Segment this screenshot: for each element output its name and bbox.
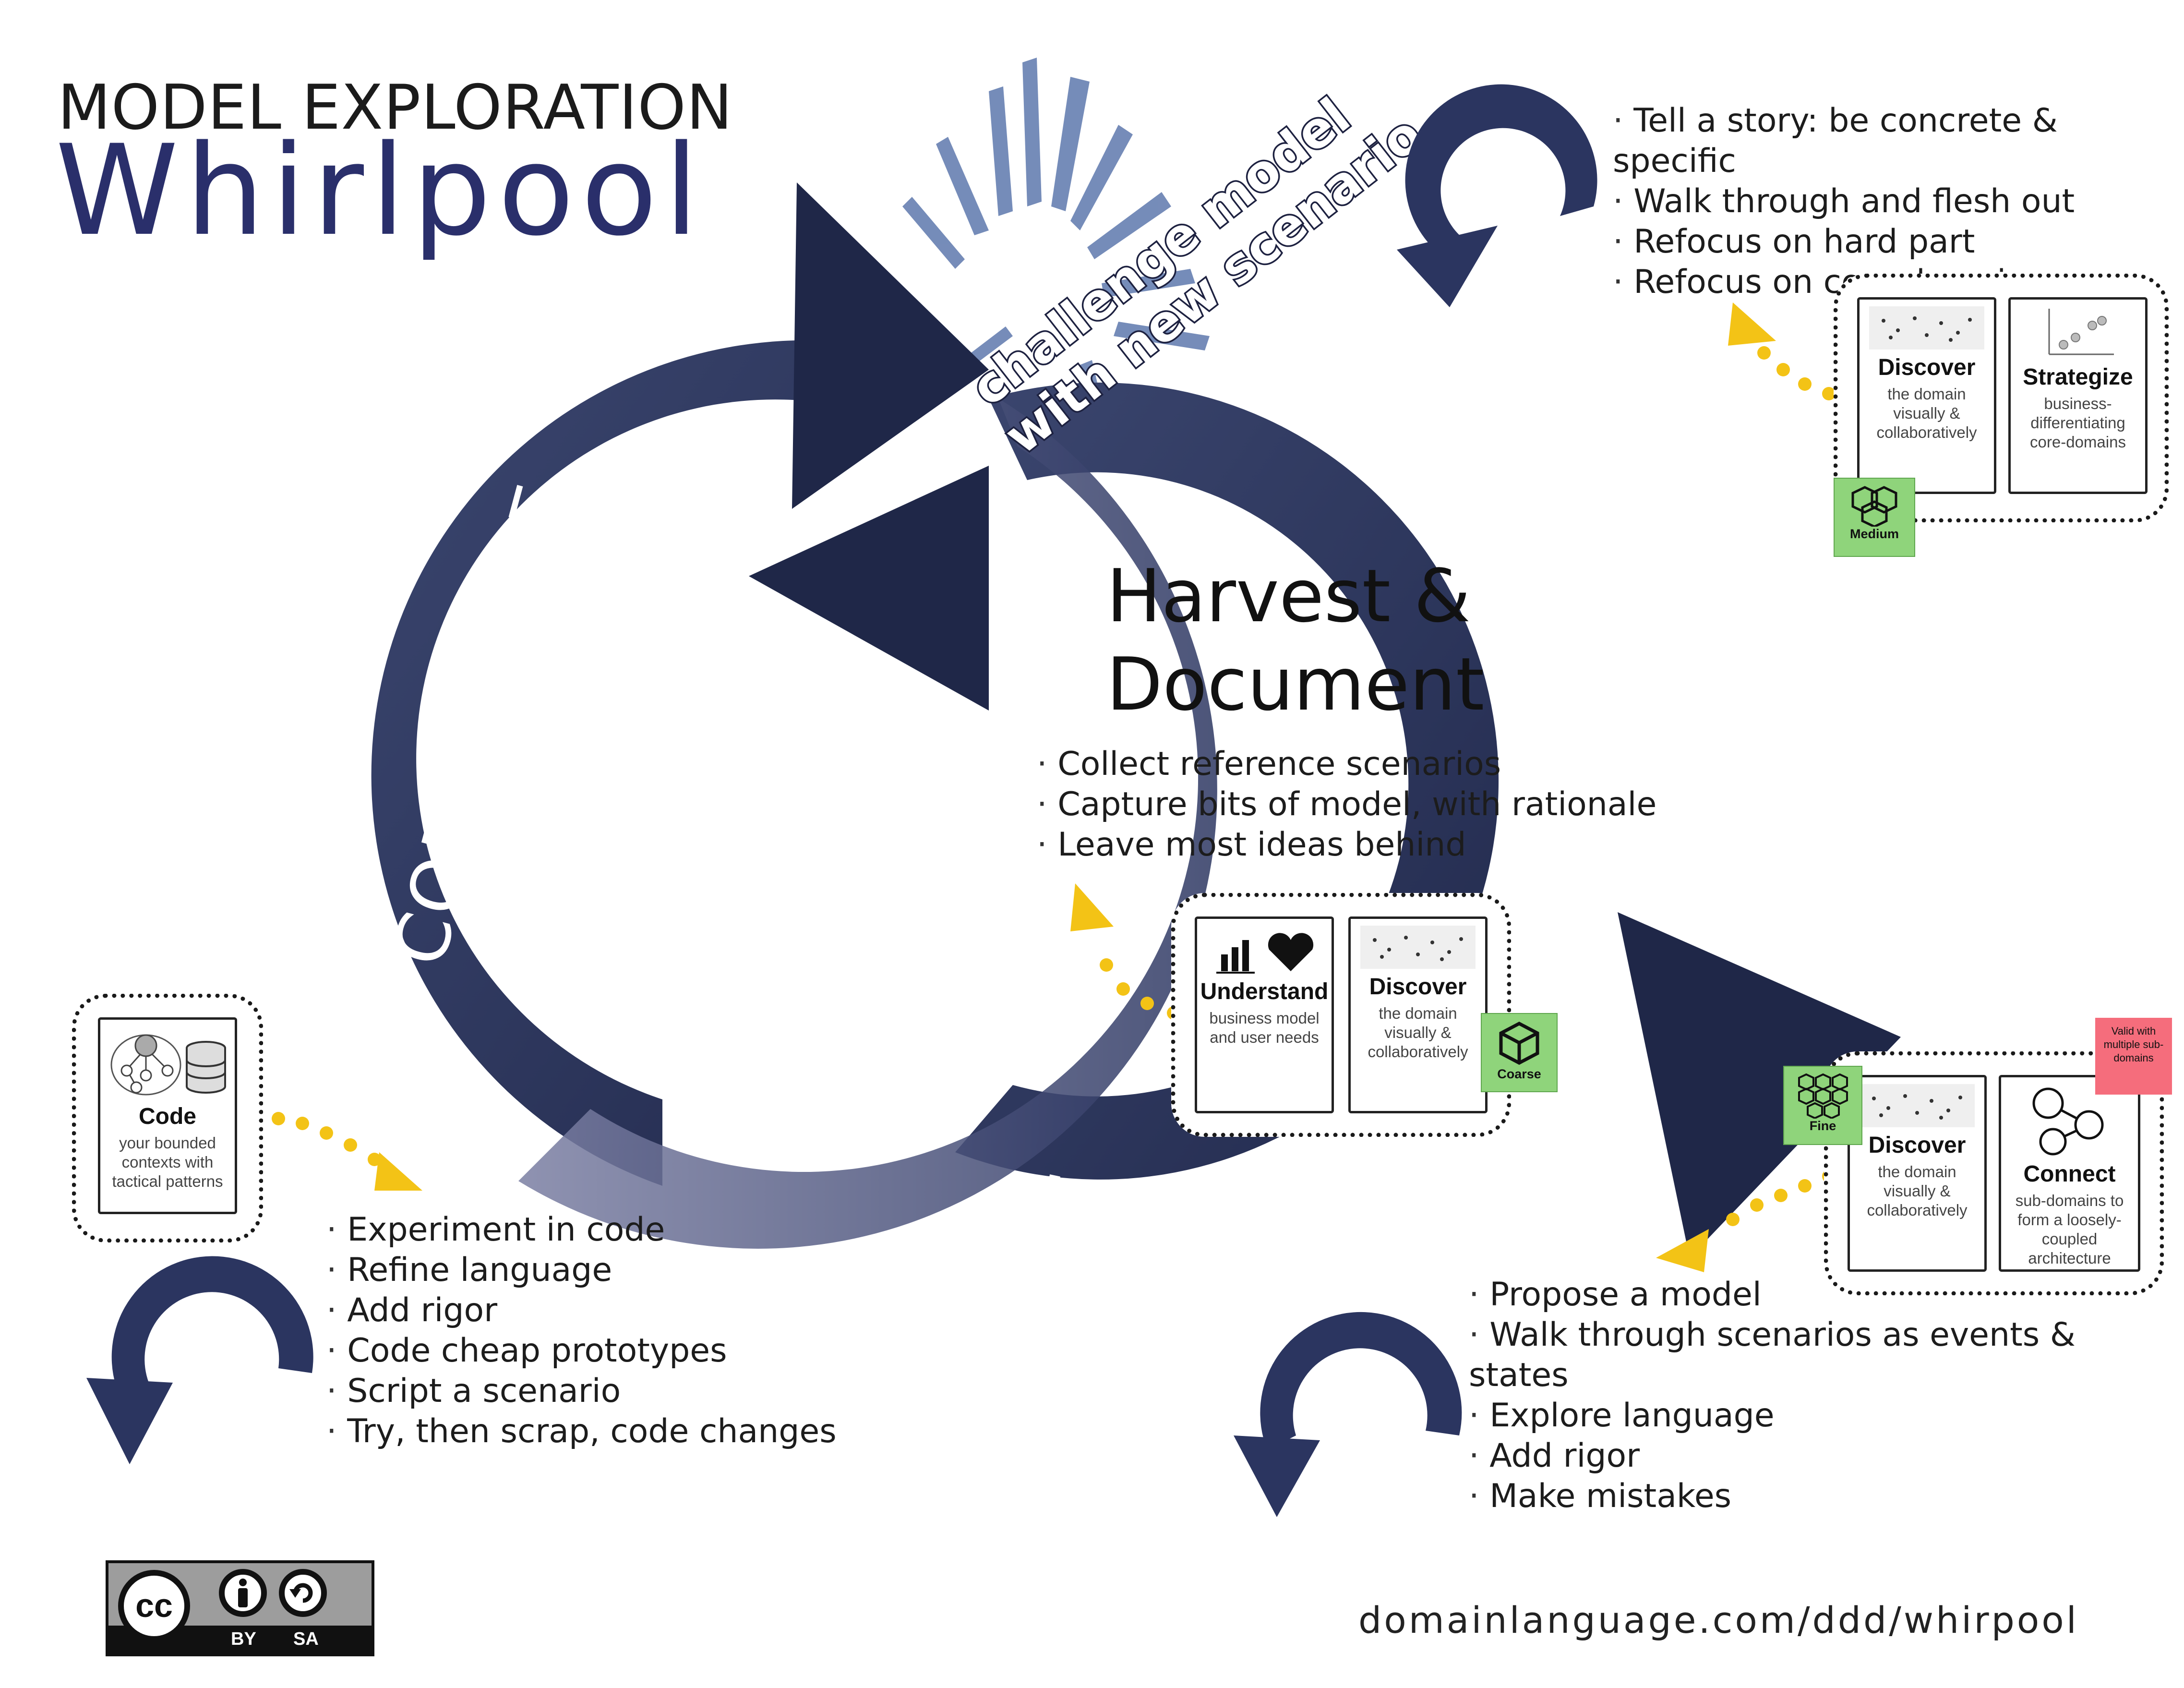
cube-coarse-icon [1495, 1019, 1543, 1067]
discover-sticky-board-icon [1869, 306, 1984, 350]
cc-logo: cc [118, 1570, 190, 1642]
list-item: Leave most ideas behind [1037, 825, 1656, 865]
by-person-glyph [225, 1575, 261, 1611]
sticky-fine-label: Fine [1810, 1119, 1836, 1133]
cubes-fine-icon [1794, 1071, 1852, 1119]
list-item: Make mistakes [1469, 1476, 2184, 1517]
connected-subdomains-icon [2027, 1084, 2113, 1156]
card-title: Code [100, 1103, 235, 1130]
list-item: Collect reference scenarios [1037, 744, 1656, 784]
list-item: Experiment in code [326, 1210, 837, 1250]
list-item: Capture bits of model, with rationale [1037, 784, 1656, 825]
model-label: MODEL [1029, 1159, 1309, 1297]
title-whirlpool: Whirlpool [55, 129, 706, 253]
share-alike-glyph [285, 1575, 321, 1611]
card-desc: the domain visually & collaboratively [1855, 1162, 1980, 1220]
list-item: Refine language [326, 1250, 837, 1290]
list-item: Code cheap prototypes [326, 1331, 837, 1371]
scenario-notes: Tell a story: be concrete & specific Wal… [1613, 101, 2184, 302]
card-desc: sub-domains to form a loosely-coupled ar… [2006, 1191, 2133, 1268]
card-title: Discover [1860, 354, 1994, 381]
cubes-medium-icon [1848, 483, 1901, 527]
card-title: Discover [1850, 1132, 1984, 1158]
list-item: Try, then scrap, code changes [326, 1411, 837, 1452]
card-group-code: Code your bounded contexts with tactical… [72, 994, 263, 1242]
bounded-context-icon [108, 1026, 228, 1098]
sticky-fine: Fine [1783, 1066, 1862, 1145]
discover-sticky-board-icon [1360, 926, 1476, 969]
card-strategize: Strategize business-differentiating core… [2008, 297, 2148, 494]
code-loop-icon [86, 1256, 313, 1464]
harvest-bullets: Collect reference scenarios Capture bits… [1037, 744, 1656, 865]
list-item: Walk through and flesh out [1613, 181, 2184, 222]
card-title: Understand [1197, 978, 1332, 1005]
sticky-medium: Medium [1834, 478, 1915, 557]
card-understand: Understand business model and user needs [1195, 916, 1334, 1113]
model-notes: Propose a model Walk through scenarios a… [1469, 1275, 2184, 1517]
harvest-document-title: Harvest & Document [1106, 552, 1484, 729]
person-icon [219, 1569, 267, 1617]
harvest-title-line-1: Harvest & [1106, 552, 1484, 640]
card-discover: Discover the domain visually & collabora… [1348, 916, 1488, 1113]
list-item: Add rigor [326, 1290, 837, 1331]
harvest-title-line-2: Document [1106, 640, 1484, 729]
cc-by-label: BY [231, 1629, 256, 1650]
list-item: Walk through scenarios as events & state… [1469, 1315, 2184, 1396]
core-domain-chart-icon [2040, 306, 2116, 359]
code-probe-arrowhead [792, 182, 989, 509]
card-discover: Discover the domain visually & collabora… [1857, 297, 1996, 494]
list-item: Explore language [1469, 1396, 2184, 1436]
list-item: Add rigor [1469, 1436, 2184, 1476]
list-item: Refocus on hard part [1613, 222, 2184, 262]
list-item: Tell a story: be concrete & specific [1613, 101, 2184, 181]
card-discover: Discover the domain visually & collabora… [1848, 1075, 1987, 1272]
card-title: Strategize [2011, 364, 2145, 390]
card-group-harvest: Understand business model and user needs… [1171, 893, 1511, 1137]
footer-url: domainlanguage.com/ddd/whirpool [1358, 1599, 2079, 1641]
card-desc: business-differentiating core-domains [2016, 394, 2140, 452]
model-loop-icon [1234, 1312, 1462, 1517]
chart-and-heart-icon [1212, 926, 1317, 974]
code-notes: Experiment in code Refine language Add r… [326, 1210, 837, 1452]
sticky-coarse: Coarse [1481, 1013, 1558, 1092]
list-item: Script a scenario [326, 1371, 837, 1411]
card-desc: business model and user needs [1202, 1009, 1327, 1047]
card-connect: Connect sub-domains to form a loosely-co… [1999, 1075, 2140, 1272]
card-desc: the domain visually & collaboratively [1864, 385, 1989, 442]
creative-commons-badge: cc BY SA [106, 1560, 374, 1656]
sticky-coarse-label: Coarse [1497, 1067, 1541, 1081]
card-desc: the domain visually & collaboratively [1356, 1004, 1480, 1061]
share-alike-icon [279, 1569, 327, 1617]
cc-sa-label: SA [293, 1629, 319, 1650]
sticky-medium-label: Medium [1850, 527, 1899, 541]
scenario-loop-icon [1397, 84, 1597, 307]
sticky-valid-multiple: Valid with multiple sub-domains [2095, 1018, 2172, 1095]
card-title: Discover [1351, 974, 1485, 1000]
discover-sticky-board-icon [1860, 1084, 1975, 1127]
card-code: Code your bounded contexts with tactical… [98, 1017, 237, 1214]
card-desc: your bounded contexts with tactical patt… [105, 1133, 230, 1191]
card-title: Connect [2001, 1161, 2138, 1187]
model-arrowhead [749, 466, 989, 711]
